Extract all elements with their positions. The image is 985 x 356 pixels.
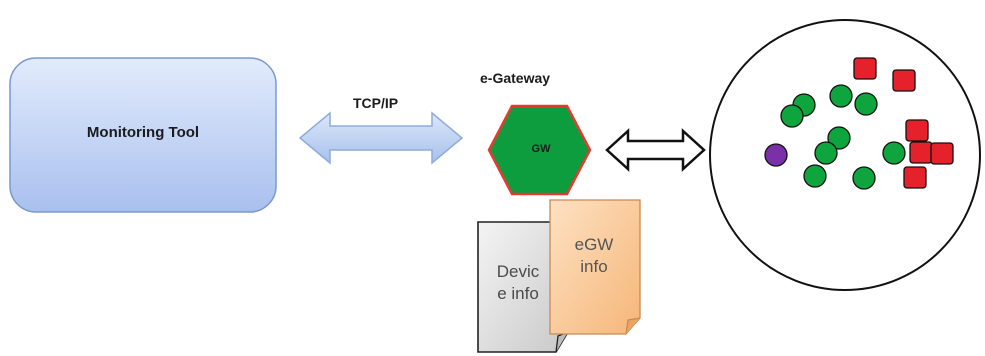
purple-circle-node <box>764 143 788 167</box>
red-square-node <box>892 69 916 92</box>
red-square-node <box>853 57 877 80</box>
gateway-hexagon <box>487 104 592 196</box>
green-circle-node <box>852 166 876 190</box>
red-square-node <box>905 119 929 142</box>
egw-info-line-1: eGW <box>574 235 614 254</box>
monitoring-tool-label: Monitoring Tool <box>86 124 200 141</box>
tcp-ip-double-arrow <box>298 111 464 165</box>
gateway-title: e-Gateway <box>480 70 551 86</box>
red-nodes <box>853 57 954 189</box>
device-info-line-2: e info <box>497 284 539 303</box>
red-square-node <box>909 141 933 164</box>
red-square-node <box>903 166 927 189</box>
device-info-line-1: Devic <box>496 262 540 281</box>
gateway-label: GW <box>531 143 551 155</box>
green-nodes <box>780 84 906 190</box>
green-circle-node <box>854 92 878 116</box>
green-circle-node <box>780 104 804 128</box>
red-square-node <box>930 142 954 165</box>
green-circle-node <box>882 141 906 165</box>
monitoring-tool-box <box>9 57 277 213</box>
tcp-ip-label: TCP/IP <box>353 95 399 111</box>
green-circle-node <box>803 164 827 188</box>
device-info-label: Devic e info <box>482 261 554 305</box>
green-circle-node <box>814 141 838 165</box>
egw-info-label: eGW info <box>556 234 632 278</box>
network-double-arrow <box>605 128 706 172</box>
green-circle-node <box>827 126 851 150</box>
green-circle-node <box>829 84 853 108</box>
egw-info-page-fold <box>625 317 641 335</box>
egw-info-line-2: info <box>580 257 608 276</box>
